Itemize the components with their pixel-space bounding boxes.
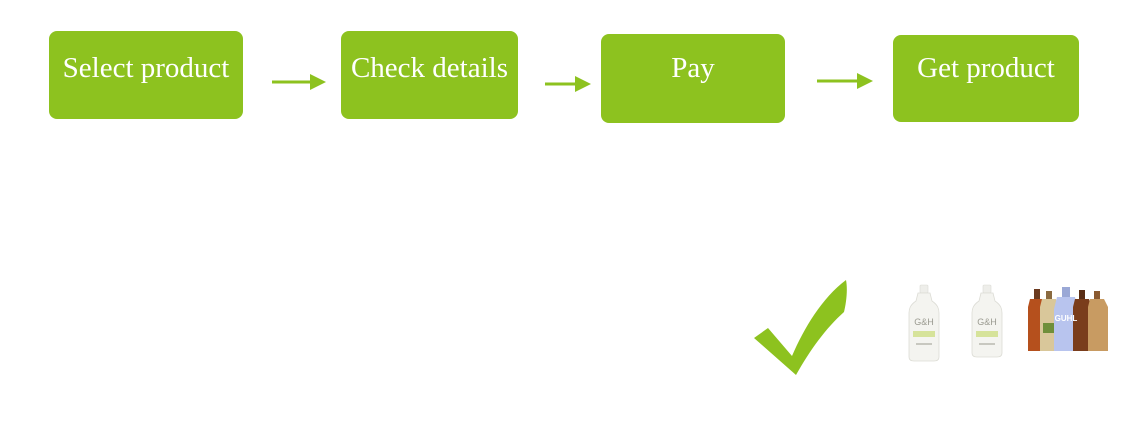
step-label: Select product — [62, 52, 230, 84]
step-label: Get product — [917, 52, 1055, 84]
arrow-right-icon — [545, 76, 591, 92]
step-get-product: Get product — [893, 35, 1079, 122]
arrow-right-icon — [817, 73, 873, 89]
step-pay: Pay — [601, 34, 785, 123]
product-bottle-image: G&H — [971, 284, 1003, 358]
step-label: Pay — [671, 52, 715, 84]
bottle-brand-label: GUHL — [1055, 314, 1078, 323]
arrow-right-icon — [272, 74, 326, 90]
step-check-details: Check details — [341, 31, 518, 119]
step-label: Check details — [350, 52, 509, 84]
step-select-product: Select product — [49, 31, 243, 119]
bottle-brand-label: G&H — [914, 317, 934, 327]
product-bottle-group-image: GUHL — [1028, 287, 1108, 351]
checkmark-icon — [754, 280, 847, 375]
bottle-brand-label: G&H — [977, 317, 997, 327]
product-bottle-image: G&H — [908, 284, 940, 362]
